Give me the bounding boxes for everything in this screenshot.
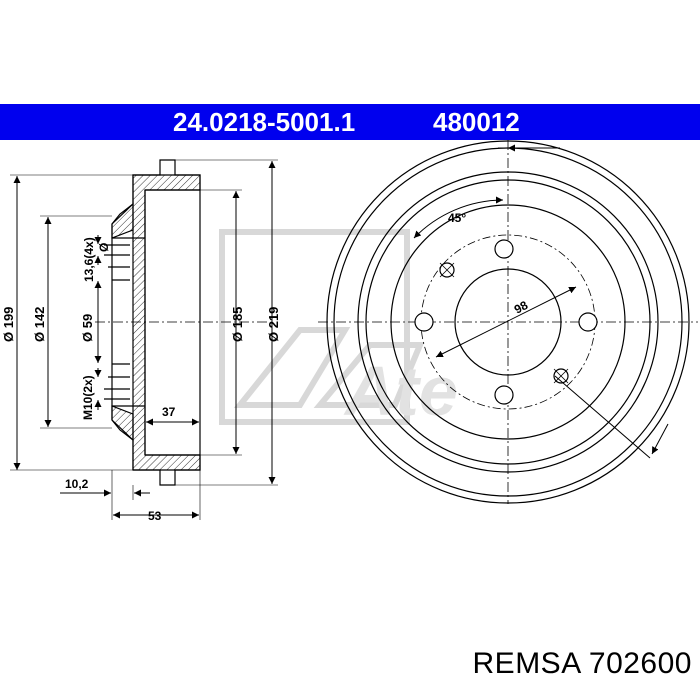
dim-thread-label: M10(2x) bbox=[81, 375, 95, 420]
dim-hole-dia-symbol: Ø bbox=[97, 243, 111, 252]
section-dimensions bbox=[10, 159, 278, 520]
dim-d199-label: Ø 199 bbox=[1, 307, 16, 342]
dim-d59-label: Ø 59 bbox=[80, 314, 95, 342]
dim-10-2-label: 10,2 bbox=[65, 477, 89, 491]
watermark-logo bbox=[219, 229, 425, 425]
bolt-hole-top bbox=[494, 239, 514, 259]
bolt-hole-bottom bbox=[494, 385, 514, 405]
bolt-hole-right bbox=[578, 312, 598, 332]
dim-hole-label: 13,6(4x) bbox=[82, 237, 96, 282]
alt-number: 480012 bbox=[433, 107, 520, 137]
front-view bbox=[318, 140, 698, 504]
brand-caption: REMSA 702600 bbox=[472, 647, 692, 680]
bolt-hole-left bbox=[414, 312, 434, 332]
thread-hole-marks bbox=[439, 262, 569, 384]
dim-d185-label: Ø 185 bbox=[230, 307, 245, 342]
dim-45-label: 45° bbox=[448, 211, 466, 225]
header-bar: 24.0218-5001.1 480012 bbox=[0, 104, 700, 140]
dim-53-label: 53 bbox=[148, 509, 162, 523]
dim-d142-label: Ø 142 bbox=[32, 307, 47, 342]
dim-98-label: 98 bbox=[512, 298, 531, 317]
dim-37-label: 37 bbox=[162, 405, 176, 419]
front-dimensions bbox=[413, 144, 669, 459]
part-number: 24.0218-5001.1 bbox=[173, 107, 356, 137]
dim-d219-label: Ø 219 bbox=[266, 307, 281, 342]
